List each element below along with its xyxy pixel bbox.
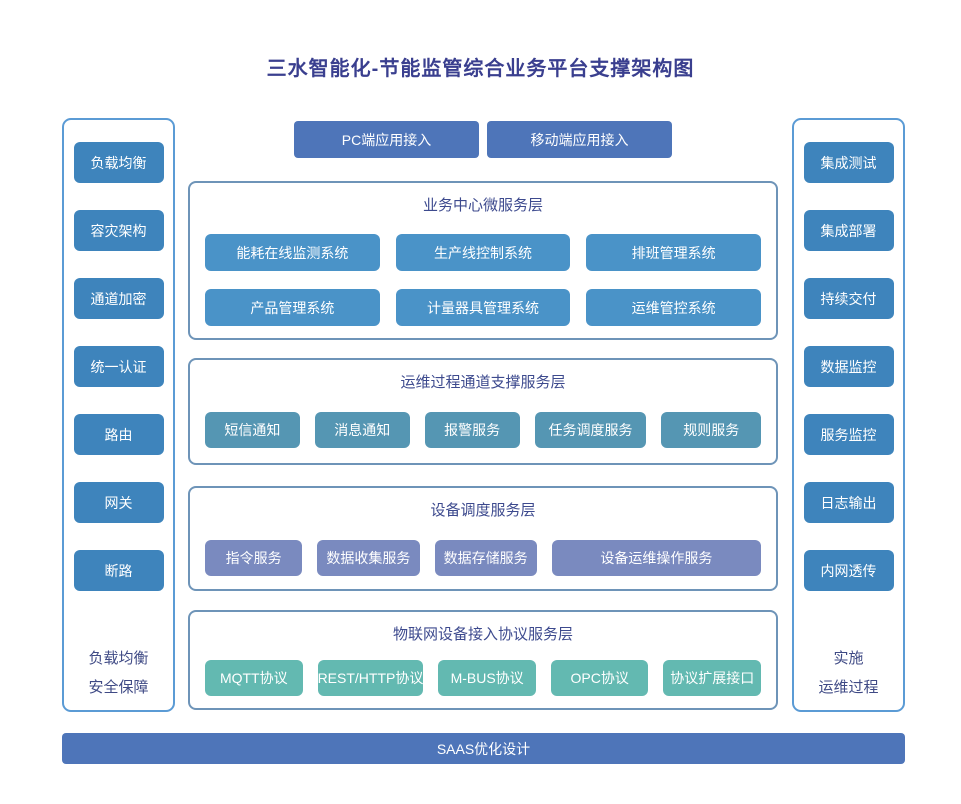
layer-row: 能耗在线监测系统 生产线控制系统 排班管理系统 <box>205 234 762 271</box>
left-sidebar-item-channel-encryption: 通道加密 <box>73 278 164 319</box>
layer-row: 短信通知 消息通知 报警服务 任务调度服务 规则服务 <box>205 412 762 448</box>
access-button-row: PC端应用接入 移动端应用接入 <box>188 121 778 158</box>
device-scheduling-layer-panel: 设备调度服务层 指令服务 数据收集服务 数据存储服务 设备运维操作服务 <box>188 486 778 591</box>
layer-title: 设备调度服务层 <box>430 502 536 519</box>
node-ops-control: 运维管控系统 <box>586 289 762 326</box>
left-sidebar-footer: 负载均衡 安全保障 <box>88 644 148 702</box>
node-device-ops-operation-service: 设备运维操作服务 <box>551 540 761 576</box>
right-sidebar: 集成测试 集成部署 持续交付 数据监控 服务监控 日志输出 内网透传 实施 运维… <box>792 118 905 712</box>
node-message-notify: 消息通知 <box>314 412 410 448</box>
left-sidebar-item-circuit-break: 断路 <box>73 550 164 591</box>
node-sms-notify: 短信通知 <box>205 412 300 448</box>
node-protocol-extension-interface: 协议扩展接口 <box>663 660 762 696</box>
node-command-service: 指令服务 <box>205 540 303 576</box>
left-sidebar: 负载均衡 容灾架构 通道加密 统一认证 路由 网关 断路 负载均衡 安全保障 <box>62 118 175 712</box>
layer-title: 运维过程通道支撑服务层 <box>400 374 566 391</box>
node-alarm-service: 报警服务 <box>424 412 520 448</box>
node-rule-service: 规则服务 <box>661 412 762 448</box>
node-mqtt-protocol: MQTT协议 <box>205 660 303 696</box>
node-rest-http-protocol: REST/HTTP协议 <box>317 660 424 696</box>
right-sidebar-item-integration-test: 集成测试 <box>803 142 894 183</box>
right-sidebar-item-continuous-delivery: 持续交付 <box>803 278 894 319</box>
node-energy-monitoring: 能耗在线监测系统 <box>205 234 380 271</box>
node-task-scheduling-service: 任务调度服务 <box>534 412 647 448</box>
ops-channel-support-layer-panel: 运维过程通道支撑服务层 短信通知 消息通知 报警服务 任务调度服务 规则服务 <box>188 358 778 465</box>
node-product-management: 产品管理系统 <box>205 289 380 326</box>
node-metering-instrument-management: 计量器具管理系统 <box>395 289 571 326</box>
pc-access-node: PC端应用接入 <box>294 121 479 158</box>
right-sidebar-footer-line1: 实施 <box>833 650 864 667</box>
right-sidebar-item-service-monitor: 服务监控 <box>803 414 894 455</box>
left-sidebar-item-routing: 路由 <box>73 414 164 455</box>
layer-title: 业务中心微服务层 <box>422 197 543 214</box>
right-sidebar-item-log-output: 日志输出 <box>803 482 894 523</box>
node-data-storage-service: 数据存储服务 <box>434 540 537 576</box>
layer-row: 产品管理系统 计量器具管理系统 运维管控系统 <box>205 289 762 326</box>
business-microservice-layer-panel: 业务中心微服务层 能耗在线监测系统 生产线控制系统 排班管理系统 产品管理系统 … <box>188 181 778 340</box>
right-sidebar-footer: 实施 运维过程 <box>818 644 878 702</box>
node-opc-protocol: OPC协议 <box>550 660 649 696</box>
left-sidebar-item-disaster-recovery: 容灾架构 <box>73 210 164 251</box>
node-data-collection-service: 数据收集服务 <box>317 540 420 576</box>
page-title: 三水智能化-节能监管综合业务平台支撑架构图 <box>266 58 695 80</box>
layer-row: MQTT协议 REST/HTTP协议 M-BUS协议 OPC协议 协议扩展接口 <box>205 660 762 696</box>
left-sidebar-item-load-balance: 负载均衡 <box>73 142 164 183</box>
left-sidebar-footer-line2: 安全保障 <box>88 679 149 696</box>
iot-protocol-layer-panel: 物联网设备接入协议服务层 MQTT协议 REST/HTTP协议 M-BUS协议 … <box>188 610 778 710</box>
right-sidebar-item-intranet-tunnel: 内网透传 <box>803 550 894 591</box>
node-mbus-protocol: M-BUS协议 <box>438 660 536 696</box>
node-shift-management: 排班管理系统 <box>586 234 762 271</box>
right-sidebar-item-data-monitor: 数据监控 <box>803 346 894 387</box>
left-sidebar-footer-line1: 负载均衡 <box>88 650 149 667</box>
left-sidebar-item-unified-auth: 统一认证 <box>73 346 164 387</box>
right-sidebar-item-integration-deploy: 集成部署 <box>803 210 894 251</box>
layer-title: 物联网设备接入协议服务层 <box>392 626 573 643</box>
mobile-access-node: 移动端应用接入 <box>487 121 672 158</box>
right-sidebar-footer-line2: 运维过程 <box>818 679 879 696</box>
left-sidebar-item-gateway: 网关 <box>73 482 164 523</box>
saas-optimization-bar: SAAS优化设计 <box>62 733 905 764</box>
layer-row: 指令服务 数据收集服务 数据存储服务 设备运维操作服务 <box>205 540 761 576</box>
node-production-line-control: 生产线控制系统 <box>395 234 571 271</box>
